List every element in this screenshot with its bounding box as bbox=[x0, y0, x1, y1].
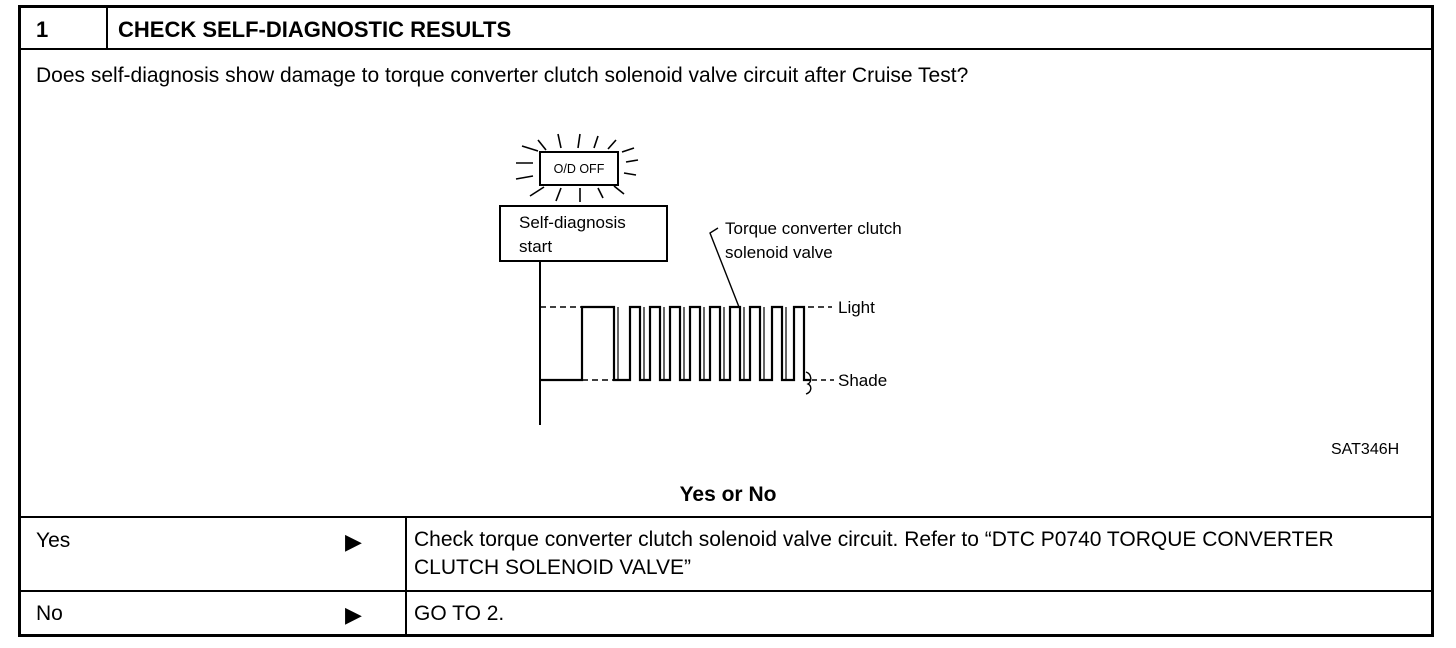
callout-line1: Torque converter clutch bbox=[725, 219, 902, 238]
answer-yes-arrow-icon: ▶ bbox=[345, 529, 362, 554]
diagnostic-table bbox=[18, 5, 1434, 637]
answer-no-action: GO TO 2. bbox=[414, 602, 505, 625]
start-label-line1: Self-diagnosis bbox=[519, 213, 626, 232]
answer-yes-action: Check torque converter clutch solenoid v… bbox=[414, 528, 1334, 579]
figure-id: SAT346H bbox=[1331, 441, 1400, 458]
answers-column-divider bbox=[405, 517, 407, 635]
shade-bracket bbox=[805, 371, 812, 395]
start-label-line2: start bbox=[519, 237, 552, 256]
waveform-inner-lines bbox=[617, 307, 787, 380]
lamp-rays bbox=[515, 133, 639, 202]
answers-top-divider bbox=[18, 516, 1434, 518]
answers-middle-divider bbox=[18, 590, 1434, 592]
shade-label: Shade bbox=[838, 371, 887, 390]
step-number: 1 bbox=[36, 17, 49, 42]
answer-no-arrow-icon: ▶ bbox=[345, 602, 362, 627]
answer-no-label: No bbox=[36, 602, 63, 625]
od-off-lamp-label: O/D OFF bbox=[554, 162, 605, 176]
step-title: CHECK SELF-DIAGNOSTIC RESULTS bbox=[118, 17, 512, 42]
question-text: Does self-diagnosis show damage to torqu… bbox=[36, 64, 969, 87]
header-divider bbox=[18, 48, 1434, 50]
signal-waveform bbox=[540, 305, 810, 382]
od-off-lamp bbox=[539, 151, 619, 186]
callout-line2: solenoid valve bbox=[725, 243, 833, 262]
start-label-box bbox=[499, 205, 668, 262]
answer-yes-label: Yes bbox=[36, 529, 71, 552]
callout-leader bbox=[709, 227, 740, 308]
yes-or-no-prompt: Yes or No bbox=[679, 483, 777, 506]
light-label: Light bbox=[838, 298, 875, 317]
header-cell-divider bbox=[106, 5, 108, 49]
